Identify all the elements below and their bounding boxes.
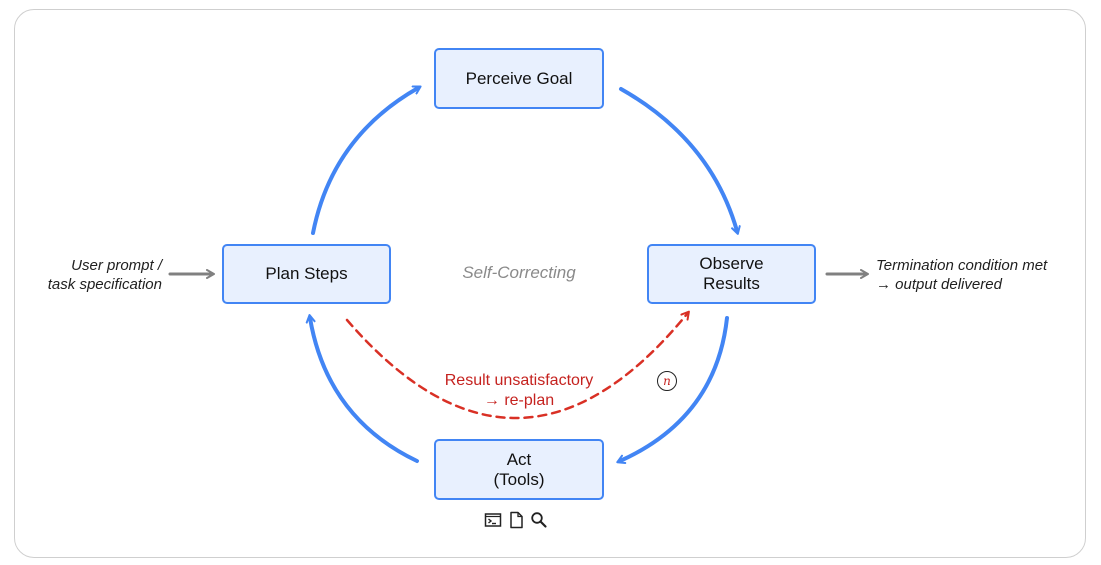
terminal-icon xyxy=(484,511,502,529)
replan-label-line2: → re-plan xyxy=(483,392,555,409)
node-observe-results-label-line1: Observe xyxy=(699,254,764,273)
node-act-tools-label-line2: (Tools) xyxy=(493,469,545,489)
output-label-line1: Termination condition met xyxy=(876,257,1048,274)
iteration-count-badge: n xyxy=(657,371,677,391)
node-act-tools[interactable]: Act (Tools) xyxy=(434,439,604,500)
replan-label: Result unsatisfactory → re-plan xyxy=(419,371,619,411)
tool-icons xyxy=(484,511,554,529)
output-label: Termination condition met → output deliv… xyxy=(876,256,1091,294)
node-plan-steps[interactable]: Plan Steps xyxy=(222,244,391,304)
input-label: User prompt / task specification xyxy=(20,256,162,294)
node-observe-results[interactable]: Observe Results xyxy=(647,244,816,304)
node-perceive-goal[interactable]: Perceive Goal xyxy=(434,48,604,109)
output-label-line2: → output delivered xyxy=(876,276,1002,293)
input-label-line2: task specification xyxy=(47,276,162,293)
input-label-line1: User prompt / xyxy=(71,257,162,274)
replan-label-line1: Result unsatisfactory xyxy=(444,372,594,389)
node-observe-results-label-line2: Results xyxy=(703,274,760,293)
search-icon xyxy=(530,511,548,529)
document-icon xyxy=(508,511,524,529)
node-perceive-goal-label: Perceive Goal xyxy=(465,68,573,88)
node-act-tools-label-line1: Act xyxy=(506,449,532,469)
node-plan-steps-label: Plan Steps xyxy=(265,264,348,283)
self-correcting-label: Self-Correcting xyxy=(462,263,576,282)
